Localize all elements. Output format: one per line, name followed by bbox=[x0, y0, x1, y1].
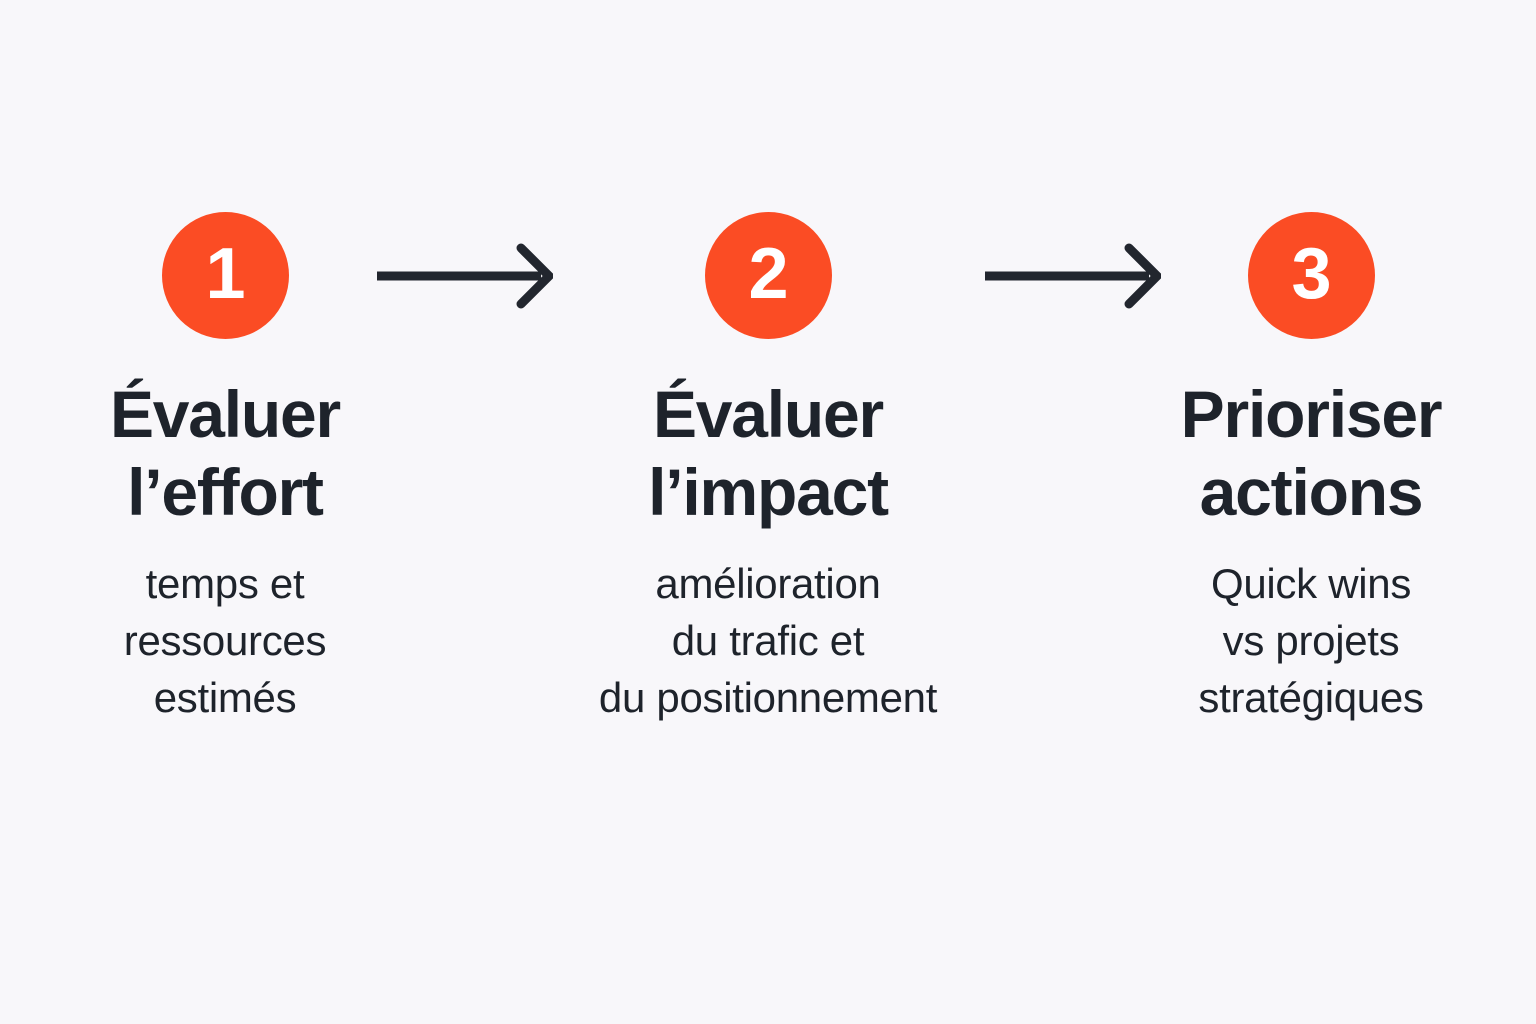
step-subtitle-2: amélioration du trafic et du positionnem… bbox=[598, 560, 938, 721]
process-flow: 1 Évaluer l’effort temps et ressources e… bbox=[0, 200, 1536, 726]
step-title-2: Évaluer l’impact bbox=[648, 377, 889, 529]
step-number-3: 3 bbox=[1291, 233, 1331, 314]
step-number-badge-2: 2 bbox=[704, 212, 832, 339]
step-number-badge-3: 3 bbox=[1247, 212, 1375, 339]
process-step-3: 3 Prioriser actions Quick wins vs projet… bbox=[1161, 200, 1461, 726]
arrow-right-icon-1 bbox=[375, 212, 553, 339]
step-number-2: 2 bbox=[748, 233, 788, 314]
step-number-badge-1: 1 bbox=[161, 212, 289, 339]
step-number-1: 1 bbox=[205, 233, 245, 314]
process-step-2: 2 Évaluer l’impact amélioration du trafi… bbox=[553, 200, 983, 726]
step-subtitle-3: Quick wins vs projets stratégiques bbox=[1198, 560, 1424, 721]
step-subtitle-1: temps et ressources estimés bbox=[123, 560, 327, 721]
arrow-right-icon-2 bbox=[983, 212, 1161, 339]
step-title-1: Évaluer l’effort bbox=[109, 377, 341, 529]
step-title-3: Prioriser actions bbox=[1180, 377, 1443, 529]
process-step-1: 1 Évaluer l’effort temps et ressources e… bbox=[75, 200, 375, 726]
